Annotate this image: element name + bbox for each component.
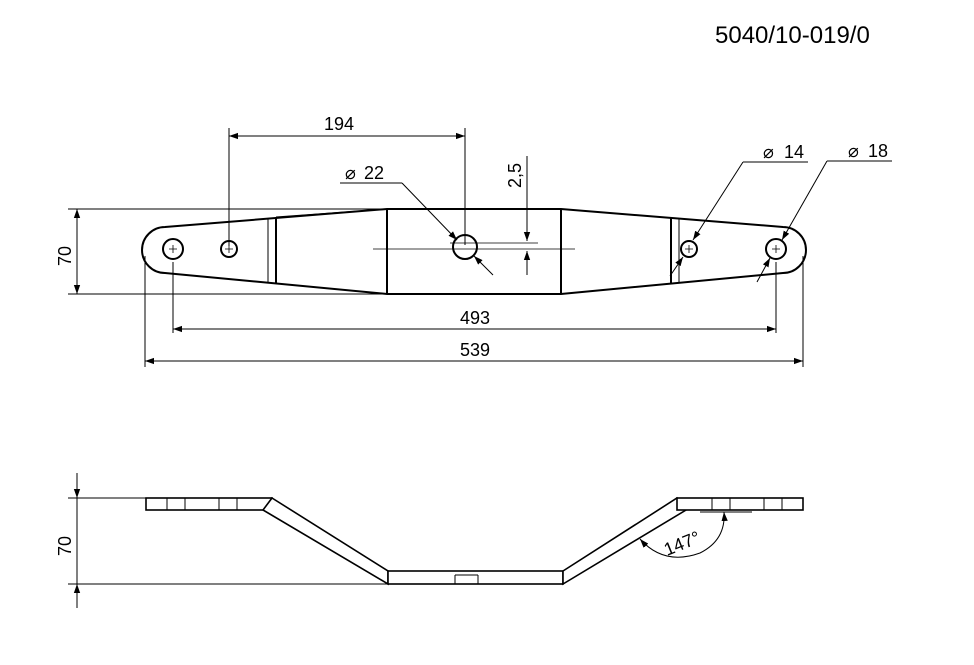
leader-14 (692, 161, 744, 241)
flange-right-holes (711, 498, 783, 510)
slope-left (261, 496, 389, 586)
angle-arc (639, 511, 728, 558)
leader-18-tail (756, 257, 771, 283)
dim-22-label: 22 (364, 163, 384, 183)
flange-left-holes (166, 498, 238, 510)
leader-22 (401, 182, 458, 241)
dim-18-label: 18 (868, 141, 888, 161)
dim-22-symbol: ⌀ (345, 163, 356, 183)
dim-70-label: 70 (55, 246, 75, 266)
dim-2-5-label: 2,5 (505, 163, 525, 188)
edge-line (275, 208, 388, 218)
leader-18 (781, 160, 828, 241)
drawing-number: 5040/10-019/0 (715, 22, 870, 49)
hole-centers (169, 245, 780, 253)
hole-right-small (680, 240, 698, 258)
flange-right (676, 497, 804, 511)
flange-left (145, 497, 273, 511)
side-view: 70 147° (55, 473, 804, 608)
web-bottom (387, 570, 564, 585)
dim-14-label: 14 (784, 142, 804, 162)
dim-70-side-label: 70 (55, 536, 75, 556)
hole-left-large (162, 238, 184, 260)
top-view: 194 70 2,5 ⌀ 22 ⌀ 14 ⌀ 18 493 (55, 114, 892, 367)
dim-194-label: 194 (324, 114, 354, 134)
part-outline (141, 208, 807, 295)
dim-493-label: 493 (460, 308, 490, 328)
dim-14-symbol: ⌀ (763, 142, 774, 162)
dim-18-symbol: ⌀ (848, 141, 859, 161)
angle-label: 147° (661, 527, 703, 559)
hole-right-large (765, 238, 787, 260)
leader-22-tail (473, 255, 494, 276)
dim-539-label: 539 (460, 340, 490, 360)
leader-14-tail (669, 256, 684, 277)
web-slot (454, 574, 479, 584)
